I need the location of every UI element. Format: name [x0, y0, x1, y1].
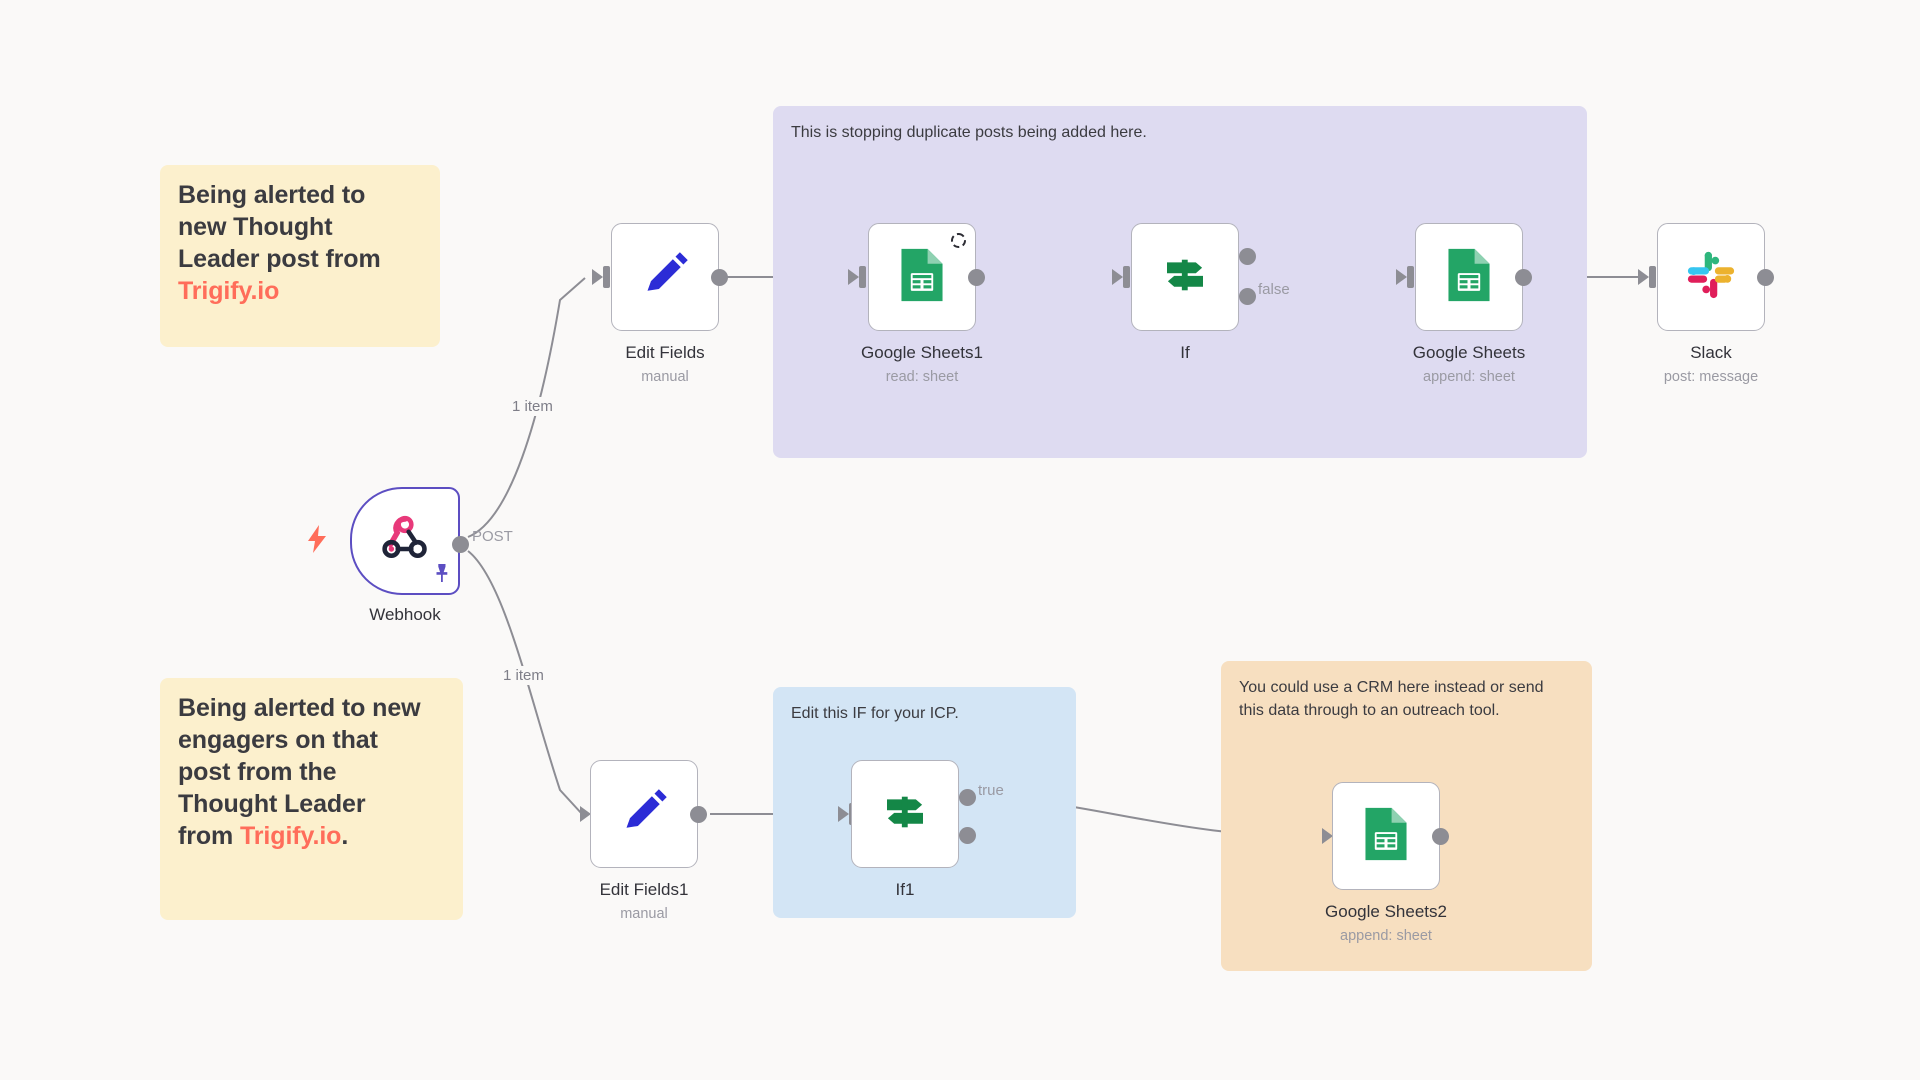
region-note-crm-text-line1: You could use a CRM here instead or send: [1239, 679, 1544, 696]
google-sheets-input-handle[interactable]: [1407, 266, 1414, 288]
signpost-icon: [878, 785, 932, 844]
node-edit-fields1[interactable]: [590, 760, 698, 868]
node-edit-fields[interactable]: [611, 223, 719, 331]
google-sheets1-input-arrow: [848, 269, 859, 285]
region-note-crm-text-line2: this data through to an outreach tool.: [1239, 701, 1500, 719]
if-output-handle-false[interactable]: [1239, 288, 1256, 305]
edit-fields1-input-arrow: [580, 806, 591, 822]
region-note-icp-text: Edit this IF for your ICP.: [791, 705, 959, 722]
edge-label-true: true: [978, 782, 1004, 799]
sticky-line-2: new Thought: [178, 213, 333, 241]
node-label-webhook: Webhook: [369, 605, 441, 624]
node-label-google-sheets1: Google Sheets1: [861, 343, 983, 362]
sticky2-line-1: Being alerted to new: [178, 694, 421, 722]
node-sublabel-edit-fields1: manual: [620, 906, 668, 922]
edge-label-false: false: [1258, 281, 1290, 298]
google-sheets-icon: [1443, 247, 1495, 308]
node-sublabel-slack: post: message: [1663, 369, 1759, 385]
slack-output-handle[interactable]: [1757, 269, 1774, 286]
google-sheets1-input-handle[interactable]: [859, 266, 866, 288]
google-sheets1-output-handle[interactable]: [968, 269, 985, 286]
node-sublabel-google-sheets2: append: sheet: [1340, 928, 1432, 944]
edge-item-count-top: 1 item: [508, 397, 557, 416]
node-webhook[interactable]: [350, 487, 460, 595]
node-label-if: If: [1180, 343, 1190, 362]
edit-fields-output-handle[interactable]: [711, 269, 728, 286]
edit-fields1-output-handle[interactable]: [690, 806, 707, 823]
sticky2-line-4: Thought Leader: [178, 790, 366, 818]
google-sheets-icon: [896, 247, 948, 308]
node-sublabel-google-sheets: append: sheet: [1423, 369, 1515, 385]
slack-input-arrow: [1638, 269, 1649, 285]
edge-label-post: POST: [472, 528, 513, 545]
pencil-icon: [616, 784, 672, 845]
node-label-edit-fields1: Edit Fields1: [599, 880, 689, 899]
node-slack[interactable]: [1657, 223, 1765, 331]
webhook-icon: [376, 510, 434, 573]
sticky-brand-link-2[interactable]: Trigify.io: [240, 822, 342, 850]
sticky-line-1: Being alerted to: [178, 181, 366, 209]
node-if1[interactable]: [851, 760, 959, 868]
sticky2-line-3: post from the: [178, 758, 337, 786]
sticky2-line-5-prefix: from: [178, 822, 241, 850]
if1-input-arrow: [838, 806, 849, 822]
sticky-note-bottom-left-text: Being alerted to new engagers on that po…: [178, 692, 445, 852]
google-sheets-input-arrow: [1396, 269, 1407, 285]
node-label-edit-fields: Edit Fields: [625, 343, 705, 362]
webhook-output-handle[interactable]: [452, 536, 469, 553]
sticky-line-3: Leader post from: [178, 245, 381, 273]
sticky2-line-2: engagers on that: [178, 726, 378, 754]
trigger-bolt-icon: [306, 525, 328, 557]
lightning-bolt-icon: [308, 525, 326, 553]
google-sheets2-output-handle[interactable]: [1432, 828, 1449, 845]
sticky-brand-link[interactable]: Trigify.io: [178, 277, 280, 305]
node-sublabel-google-sheets1: read: sheet: [885, 369, 959, 385]
node-if[interactable]: [1131, 223, 1239, 331]
node-label-google-sheets: Google Sheets: [1412, 343, 1526, 362]
if-input-handle[interactable]: [1123, 266, 1130, 288]
edge-item-count-bottom: 1 item: [499, 666, 548, 685]
sticky-note-bottom-left[interactable]: Being alerted to new engagers on that po…: [160, 678, 463, 920]
pencil-icon: [637, 247, 693, 308]
loading-spinner-icon: [951, 233, 966, 248]
region-note-dedupe-text: This is stopping duplicate posts being a…: [791, 124, 1147, 141]
node-google-sheets2[interactable]: [1332, 782, 1440, 890]
node-label-google-sheets2: Google Sheets2: [1325, 902, 1447, 921]
node-label-if1: If1: [895, 880, 915, 899]
google-sheets-output-handle[interactable]: [1515, 269, 1532, 286]
if1-output-handle-false[interactable]: [959, 827, 976, 844]
node-google-sheets1[interactable]: [868, 223, 976, 331]
if-input-arrow: [1112, 269, 1123, 285]
signpost-icon: [1158, 248, 1212, 307]
sticky2-trail: .: [341, 822, 349, 850]
slack-input-handle[interactable]: [1649, 266, 1656, 288]
if-output-handle-true[interactable]: [1239, 248, 1256, 265]
edit-fields-input-handle[interactable]: [603, 266, 610, 288]
node-google-sheets[interactable]: [1415, 223, 1523, 331]
google-sheets2-input-arrow: [1322, 828, 1333, 844]
pin-icon[interactable]: [432, 563, 450, 587]
slack-icon: [1685, 249, 1737, 306]
google-sheets-icon: [1360, 806, 1412, 867]
sticky-note-top-left-text: Being alerted to new Thought Leader post…: [178, 179, 422, 307]
node-sublabel-edit-fields: manual: [641, 369, 689, 385]
if1-output-handle-true[interactable]: [959, 789, 976, 806]
edit-fields-input-arrow: [592, 269, 603, 285]
node-label-slack: Slack: [1690, 343, 1732, 362]
sticky-note-top-left[interactable]: Being alerted to new Thought Leader post…: [160, 165, 440, 347]
